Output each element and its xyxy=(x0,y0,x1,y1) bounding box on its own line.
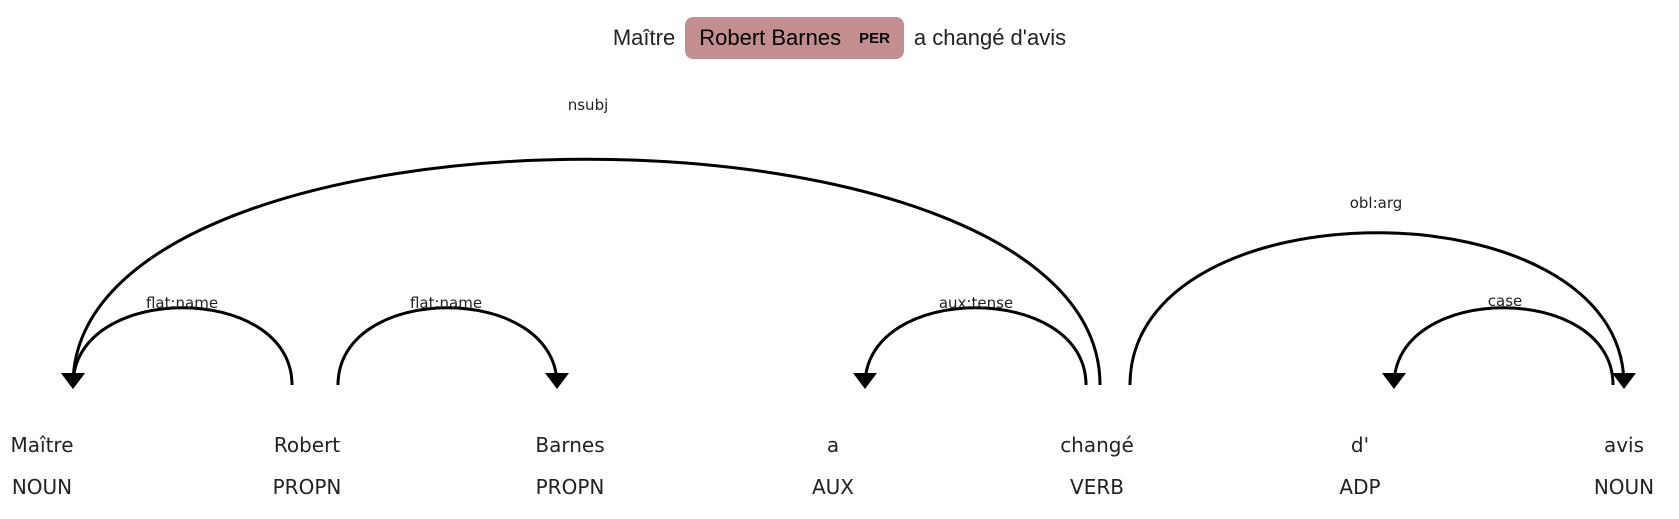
arcs-layer: flat:name flat:name aux:tense nsubj case obl:… xyxy=(61,96,1636,389)
arc-flat-name: flat:name xyxy=(336,294,569,389)
token-tag: VERB xyxy=(1070,475,1124,499)
token: d' ADP xyxy=(1339,433,1380,499)
arc-label: flat:name xyxy=(410,294,482,312)
arrowhead xyxy=(61,373,85,389)
token-tag: NOUN xyxy=(12,475,72,499)
arc-label: aux:tense xyxy=(939,294,1013,312)
arc-line xyxy=(863,306,1088,386)
token-word: Robert xyxy=(274,433,340,457)
arc-aux-tense: aux:tense xyxy=(853,294,1088,389)
arc-line xyxy=(1128,231,1626,386)
arc-obl-arg: obl:arg xyxy=(1128,194,1636,389)
token-tag: PROPN xyxy=(536,475,605,499)
token-word: Barnes xyxy=(535,433,604,457)
arc-line xyxy=(336,306,559,386)
arc-label: nsubj xyxy=(568,96,609,114)
entity-text-after: a changé d'avis xyxy=(913,25,1067,50)
arc-label: obl:arg xyxy=(1350,194,1403,212)
token-word: Maître xyxy=(11,433,74,457)
arc-line xyxy=(71,157,1102,386)
token-word: d' xyxy=(1351,433,1369,457)
entity-label: PER xyxy=(859,29,890,47)
token-tag: PROPN xyxy=(273,475,342,499)
arc-case: case xyxy=(1382,292,1615,389)
arc-nsubj: nsubj xyxy=(61,96,1102,389)
tokens-layer: MaîtreNOUNRobertPROPNBarnesPROPNaAUXchan… xyxy=(11,433,1655,499)
token-word: a xyxy=(827,433,839,457)
token-tag: ADP xyxy=(1339,475,1380,499)
arrowhead xyxy=(545,373,569,389)
token-word: changé xyxy=(1060,433,1134,457)
arc-flat-name: flat:name xyxy=(61,294,294,389)
entity-sentence: Maître Robert Barnes PER a changé d'avis xyxy=(0,14,1679,62)
arc-label: flat:name xyxy=(146,294,218,312)
token-tag: AUX xyxy=(812,475,854,499)
arrowhead xyxy=(853,373,877,389)
entity-text-before: Maître xyxy=(612,25,676,50)
token-word: avis xyxy=(1604,433,1644,457)
arrowhead xyxy=(1612,373,1636,389)
entity-text: Robert Barnes xyxy=(699,25,842,50)
entity-highlight: Robert Barnes PER xyxy=(685,17,904,59)
arc-line xyxy=(71,306,294,386)
token-tag: NOUN xyxy=(1594,475,1654,499)
arc-label: case xyxy=(1488,292,1522,310)
arrowhead xyxy=(1382,373,1406,389)
arc-line xyxy=(1392,306,1615,386)
